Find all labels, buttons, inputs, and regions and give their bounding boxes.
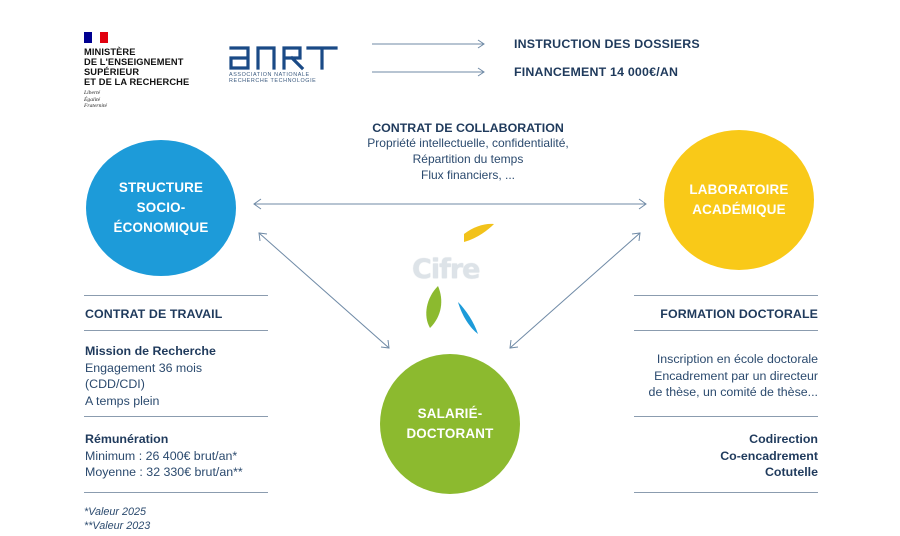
arrowhead-left (253, 198, 262, 210)
laboratoire-academique-circle: LABORATOIRE ACADÉMIQUE (664, 130, 814, 270)
anrt-subtitle: ASSOCIATION NATIONALE RECHERCHE TECHNOLO… (229, 72, 317, 85)
divider (84, 492, 268, 493)
divider (634, 492, 818, 493)
supervision-line: Cotutelle (764, 465, 818, 479)
mission-line: (CDD/CDI) (85, 377, 145, 391)
cifre-wordmark: Cifre (412, 254, 480, 285)
flag-white-band (92, 32, 100, 43)
collaboration-title: CONTRAT DE COLLABORATION (372, 121, 564, 135)
laboratoire-salarie-arrow (509, 232, 641, 349)
motto-line: Fraternité (84, 103, 107, 110)
arrowhead-right (638, 198, 647, 210)
contrat-travail-heading: CONTRAT DE TRAVAIL (85, 307, 223, 321)
ministry-logo: MINISTÈRE DE L'ENSEIGNEMENT SUPÉRIEUR ET… (84, 32, 214, 110)
arrowhead-upleft (258, 232, 268, 242)
ministry-name-line: MINISTÈRE (84, 47, 136, 57)
remuneration-block: Rémunération Minimum : 26 400€ brut/an* … (85, 431, 243, 481)
french-flag-icon (84, 32, 108, 43)
formation-line: Inscription en école doctorale (656, 352, 818, 366)
arrowhead-downleft (509, 339, 519, 349)
salarie-label: SALARIÉ- DOCTORANT (406, 406, 494, 441)
flag-red-band (100, 32, 108, 43)
laboratoire-label: LABORATOIRE ACADÉMIQUE (689, 182, 789, 217)
divider (84, 330, 268, 331)
structure-salarie-arrow (258, 232, 390, 349)
financement-label: FINANCEMENT 14 000€/AN (514, 65, 679, 79)
remuneration-line: Moyenne : 32 330€ brut/an** (85, 465, 243, 479)
arrowhead-downright (380, 339, 390, 349)
formation-block: Inscription en école doctorale Encadreme… (600, 351, 818, 401)
supervision-line: Co-encadrement (720, 448, 818, 463)
structure-socio-economique-circle: STRUCTURE SOCIO- ÉCONOMIQUE (86, 140, 236, 276)
formation-line: Encadrement par un directeur (654, 368, 818, 383)
remuneration-title: Rémunération (85, 432, 169, 446)
footnote: *Valeur 2025 (84, 506, 147, 518)
supervision-block: Codirection Co-encadrement Cotutelle (634, 431, 818, 481)
cifre-logo-icon (426, 223, 494, 334)
mission-block: Mission de Recherche Engagement 36 mois … (85, 343, 216, 409)
mission-title: Mission de Recherche (85, 344, 216, 358)
divider (84, 416, 268, 417)
remuneration-line: Minimum : 26 400€ brut/an* (85, 448, 238, 463)
ministry-motto: Liberté Égalité Fraternité (84, 90, 214, 110)
ministry-name-line: SUPÉRIEUR (84, 67, 140, 77)
anrt-logo: ASSOCIATION NATIONALE RECHERCHE TECHNOLO… (228, 36, 348, 90)
motto-line: Égalité (84, 96, 101, 103)
ministry-name: MINISTÈRE DE L'ENSEIGNEMENT SUPÉRIEUR ET… (84, 47, 214, 87)
footnotes: *Valeur 2025 **Valeur 2023 (84, 505, 150, 533)
collaboration-line: Répartition du temps (412, 152, 524, 166)
formation-line: de thèse, un comité de thèse... (648, 385, 818, 399)
divider (634, 295, 818, 296)
instruction-label: INSTRUCTION DES DOSSIERS (514, 37, 700, 51)
anrt-logo-mark-icon (229, 46, 338, 71)
arrow-right-icon (372, 67, 485, 77)
collaboration-line: Propriété intellectuelle, confidentialit… (367, 136, 569, 150)
supervision-line: Codirection (749, 432, 818, 446)
arrow-right-icon (372, 39, 485, 49)
collaboration-block: CONTRAT DE COLLABORATION Propriété intel… (318, 121, 618, 183)
ministry-name-line: ET DE LA RECHERCHE (84, 77, 190, 87)
structure-label: STRUCTURE SOCIO- ÉCONOMIQUE (113, 180, 209, 235)
arrowhead-upright (631, 232, 641, 242)
ministry-name-line: DE L'ENSEIGNEMENT (84, 57, 184, 67)
salarie-doctorant-circle: SALARIÉ- DOCTORANT (380, 354, 520, 494)
mission-line: Engagement 36 mois (85, 360, 203, 375)
divider (634, 330, 818, 331)
collaboration-line: Flux financiers, ... (420, 168, 516, 182)
footnote: **Valeur 2023 (84, 520, 151, 532)
divider (84, 295, 268, 296)
formation-doctorale-heading: FORMATION DOCTORALE (660, 307, 818, 321)
mission-line: A temps plein (85, 393, 160, 408)
motto-line: Liberté (84, 90, 101, 96)
divider (634, 416, 818, 417)
flag-blue-band (84, 32, 92, 43)
